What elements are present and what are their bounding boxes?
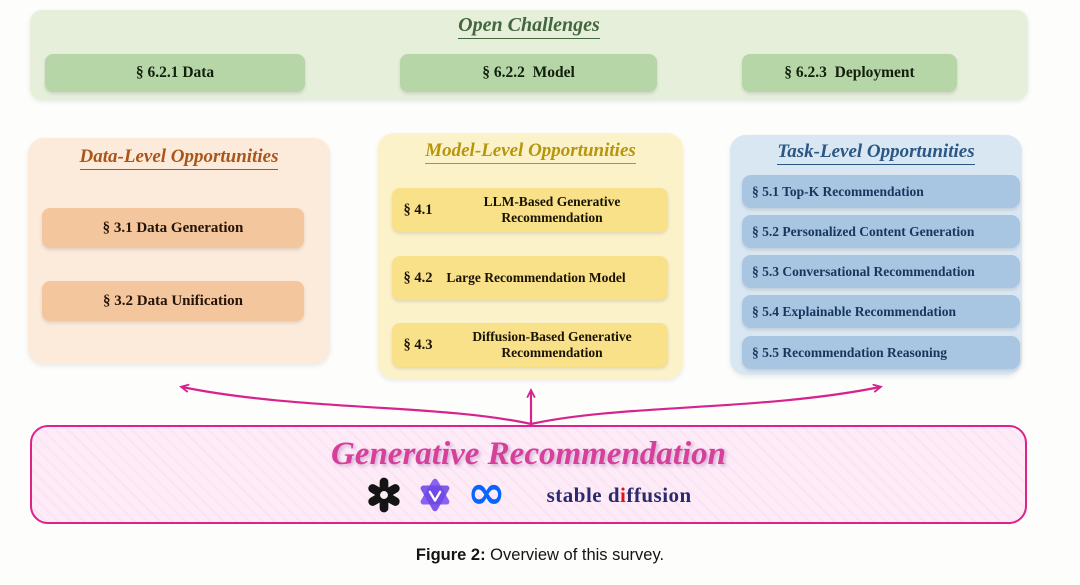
open-challenges-title: Open Challenges (30, 14, 1028, 39)
chip-5-1-top-k-recommendation: § 5.1 Top-K Recommendation (742, 175, 1020, 208)
section-number: § 4.2 (403, 269, 433, 286)
figure-caption: Figure 2: Overview of this survey. (0, 546, 1080, 565)
chip-6-2-1-data: § 6.2.1 Data (45, 54, 305, 92)
chip-3-1-data-generation: § 3.1 Data Generation (42, 208, 304, 248)
model-level-title: Model-Level Opportunities (378, 140, 683, 164)
chip-label: Diffusion-Based Generative Recommendatio… (472, 328, 632, 360)
stable-diffusion-wordmark: stable diffusion (546, 482, 692, 507)
section-number: § 4.1 (403, 201, 433, 218)
generative-recommendation-box: Generative Recommendation (30, 425, 1027, 524)
qwen-logo (420, 478, 450, 512)
chip-5-3-conversational-recommendation: § 5.3 Conversational Recommendation (742, 255, 1020, 288)
openai-logo (368, 477, 400, 513)
chip-5-2-personalized-content-generation: § 5.2 Personalized Content Generation (742, 215, 1020, 248)
chip-label: Large Recommendation Model (446, 269, 626, 285)
chip-4-1-llm-based-generative-recommendation: § 4.1 LLM-Based Generative Recommendatio… (392, 188, 668, 232)
chip-label: LLM-Based Generative Recommendation (483, 193, 621, 225)
meta-logo: ∞ (467, 464, 506, 519)
section-number: § 4.3 (403, 336, 433, 353)
figure-caption-label: Figure 2: (415, 546, 486, 564)
chip-4-2-large-recommendation-model: § 4.2 Large Recommendation Model (392, 256, 668, 300)
chip-3-2-data-unification: § 3.2 Data Unification (42, 281, 304, 321)
stable-diffusion-accent-letter: i (620, 482, 627, 507)
figure-caption-text: Overview of this survey. (485, 546, 665, 564)
chip-4-3-diffusion-based-generative-recommendation: § 4.3 Diffusion-Based Generative Recomme… (392, 323, 668, 367)
data-level-panel: Data-Level Opportunities § 3.1 Data Gene… (28, 138, 330, 364)
task-level-title: Task-Level Opportunities (730, 141, 1022, 165)
arrow-to-data-level (182, 387, 533, 426)
chip-5-4-explainable-recommendation: § 5.4 Explainable Recommendation (742, 295, 1020, 328)
model-logos-row: ∞ stable diffusion (32, 464, 1025, 519)
chip-6-2-3-deployment: § 6.2.3 Deployment (742, 54, 957, 92)
open-challenges-panel: Open Challenges § 6.2.1 Data § 6.2.2 Mod… (30, 10, 1028, 100)
chip-6-2-2-model: § 6.2.2 Model (400, 54, 657, 92)
generative-recommendation-title: Generative Recommendation (330, 436, 727, 472)
model-level-panel: Model-Level Opportunities § 4.1 LLM-Base… (378, 133, 683, 379)
arrow-to-task-level (529, 387, 880, 426)
chip-5-5-recommendation-reasoning: § 5.5 Recommendation Reasoning (742, 336, 1020, 369)
task-level-panel: Task-Level Opportunities § 5.1 Top-K Rec… (730, 135, 1022, 375)
data-level-title: Data-Level Opportunities (28, 146, 330, 170)
